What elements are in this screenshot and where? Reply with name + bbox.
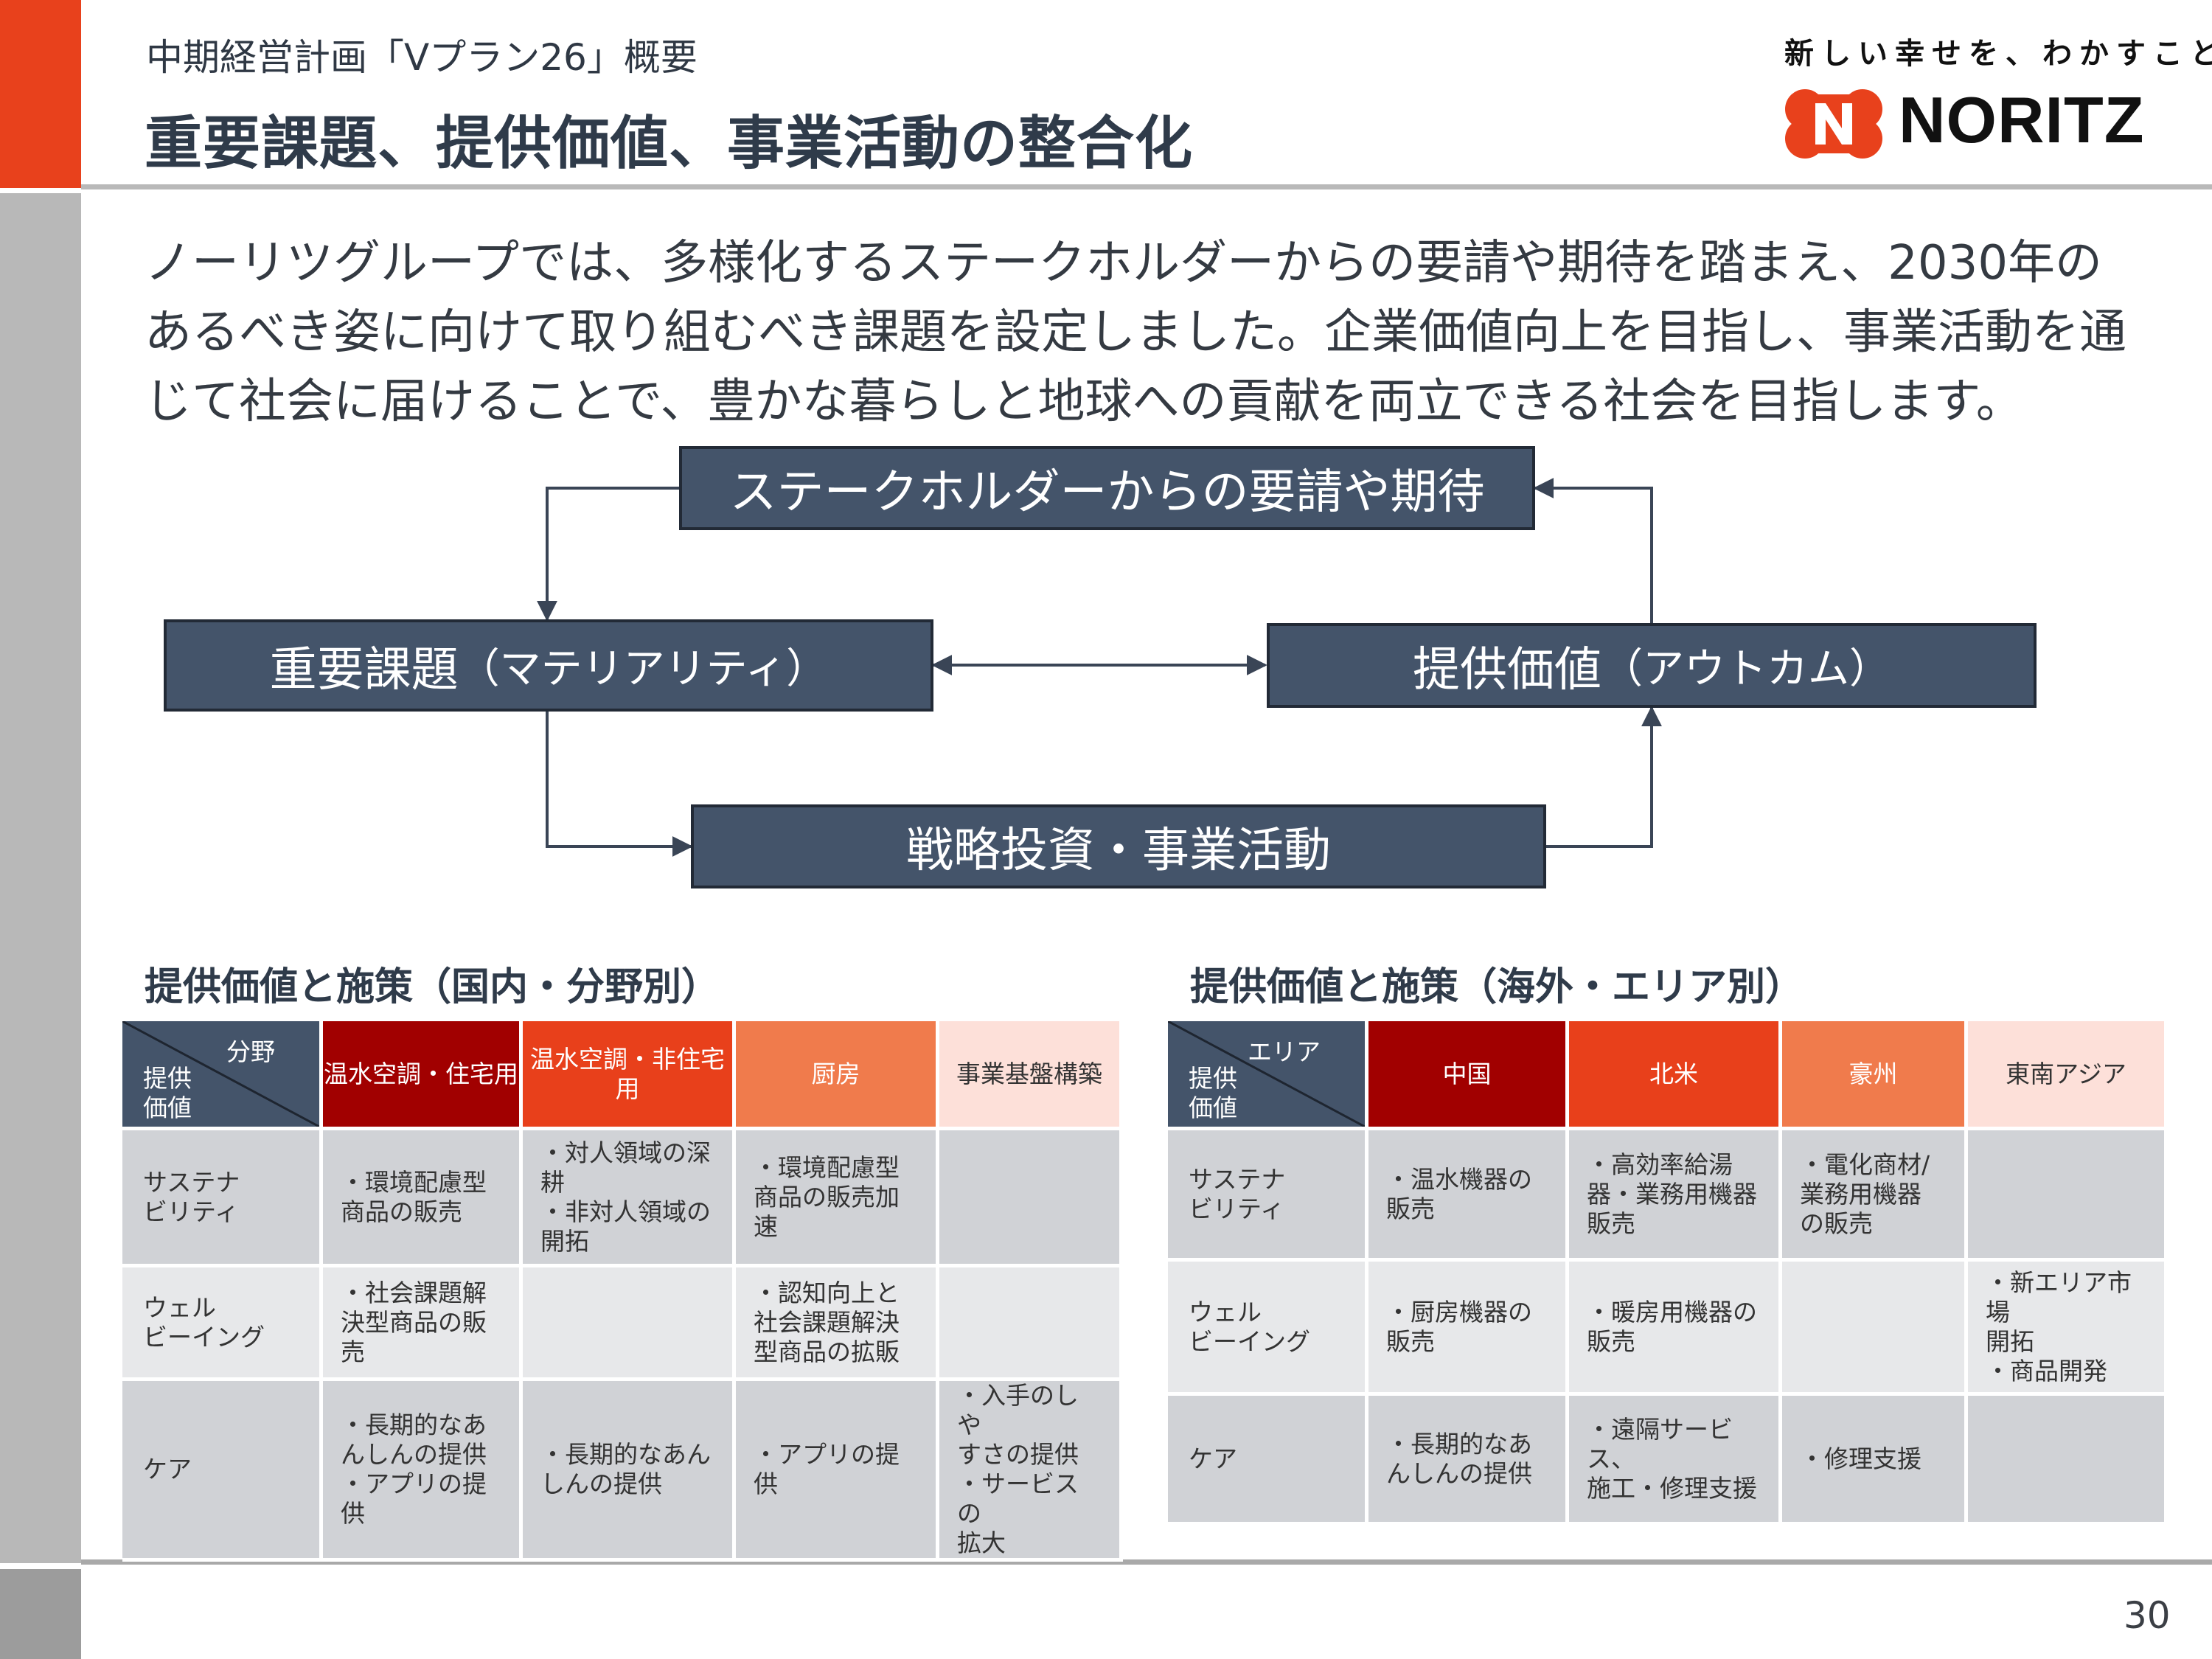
flow-box-value-sub: （アウトカム） (1601, 645, 1891, 693)
flow-box-value: 提供価値（アウトカム） (1267, 623, 2037, 708)
overseas-cell: ・高効率給湯 器・業務用機器 販売 (1569, 1130, 1782, 1262)
domestic-header-0: 温水空調・住宅用 (323, 1021, 523, 1130)
overseas-cell: ・長期的なあ んしんの提供 (1368, 1396, 1569, 1526)
domestic-cell: ・認知向上と 社会課題解決 型商品の拡販 (736, 1267, 939, 1381)
domestic-cell (523, 1267, 736, 1381)
overseas-cell: ・厨房機器の 販売 (1368, 1262, 1569, 1396)
flow-box-stakeholders: ステークホルダーからの要請や期待 (679, 446, 1535, 530)
domestic-cell: ・アプリの提供 (736, 1381, 939, 1562)
brand-tagline: 新しい幸せを、わかすこと。 (1784, 37, 2212, 71)
arrow-stakeholders-to-materiality (537, 487, 679, 622)
domestic-table: 分野 提供 価値 温水空調・住宅用 温水空調・非住宅用 厨房 事業基盤構築 サス… (122, 1021, 1123, 1562)
domestic-corner-top: 分野 (226, 1037, 275, 1066)
side-bar-bottom (0, 1569, 81, 1659)
slide-subtitle: 中期経営計画「Vプラン26」概要 (146, 36, 698, 79)
header-divider (81, 184, 2212, 189)
overseas-table: エリア 提供 価値 中国 北米 豪州 東南アジア サステナ ビリティ ・温水機器… (1168, 1021, 2168, 1526)
arrow-activities-to-value (1546, 706, 1662, 848)
domestic-header-2: 厨房 (736, 1021, 939, 1130)
corner-diagonal (122, 1021, 319, 1127)
overseas-header-0: 中国 (1368, 1021, 1569, 1130)
domestic-row-label: ケア (122, 1381, 323, 1562)
footer-divider (81, 1559, 2212, 1565)
overseas-row-label: ウェル ビーイング (1168, 1262, 1368, 1396)
flow-box-materiality: 重要課題（マテリアリティ） (164, 619, 933, 712)
overseas-cell: ・暖房用機器の 販売 (1569, 1262, 1782, 1396)
domestic-cell: ・環境配慮型 商品の販売 (323, 1130, 523, 1267)
overseas-header-3: 東南アジア (1968, 1021, 2168, 1130)
domestic-cell: ・対人領域の深 耕 ・非対人領域の 開拓 (523, 1130, 736, 1267)
overseas-corner-header: エリア 提供 価値 (1168, 1021, 1368, 1130)
flow-box-materiality-main: 重要課題 (269, 642, 459, 698)
domestic-header-3: 事業基盤構築 (939, 1021, 1123, 1130)
arrow-value-to-stakeholders (1533, 478, 1653, 625)
flow-box-materiality-sub: （マテリアリティ） (458, 645, 828, 693)
domestic-cell (939, 1267, 1123, 1381)
overseas-header-2: 豪州 (1782, 1021, 1968, 1130)
domestic-cell (939, 1130, 1123, 1267)
corner-diagonal (1168, 1021, 1365, 1127)
overseas-cell: ・遠隔サービス、 施工・修理支援 (1569, 1396, 1782, 1526)
domestic-cell: ・環境配慮型 商品の販売加 速 (736, 1130, 939, 1267)
flow-box-value-main: 提供価値 (1413, 642, 1601, 698)
domestic-corner-bottom: 提供 価値 (143, 1064, 192, 1122)
overseas-cell: ・温水機器の 販売 (1368, 1130, 1569, 1262)
flow-box-activities-label: 戦略投資・事業活動 (906, 824, 1331, 878)
side-bar (0, 193, 81, 1563)
domestic-corner-header: 分野 提供 価値 (122, 1021, 323, 1130)
intro-paragraph: ノーリツグループでは、多様化するステークホルダーからの要請や期待を踏まえ、203… (145, 236, 2126, 429)
flow-box-stakeholders-label: ステークホルダーからの要請や期待 (729, 465, 1485, 520)
slide-title: 重要課題、提供価値、事業活動の整合化 (145, 111, 1194, 177)
overseas-corner-bottom: 提供 価値 (1189, 1064, 1237, 1122)
domestic-cell: ・長期的なあん しんの提供 (523, 1381, 736, 1562)
overseas-section-title: 提供価値と施策（海外・エリア別） (1190, 965, 1804, 1009)
domestic-cell: ・長期的なあ んしんの提供 ・アプリの提供 (323, 1381, 523, 1562)
domestic-header-1: 温水空調・非住宅用 (523, 1021, 736, 1130)
overseas-corner-top: エリア (1248, 1037, 1321, 1066)
overseas-row-label: サステナ ビリティ (1168, 1130, 1368, 1262)
overseas-cell (1968, 1130, 2168, 1262)
overseas-cell: ・新エリア市場 開拓 ・商品開発 (1968, 1262, 2168, 1396)
overseas-cell: ・電化商材/ 業務用機器 の販売 (1782, 1130, 1968, 1262)
domestic-cell: ・社会課題解 決型商品の販 売 (323, 1267, 523, 1381)
overseas-cell (1782, 1262, 1968, 1396)
domestic-section-title: 提供価値と施策（国内・分野別） (145, 965, 720, 1009)
overseas-cell: ・修理支援 (1782, 1396, 1968, 1526)
brand-logo-text: NORITZ (1899, 83, 2145, 156)
domestic-cell: ・入手のしや すさの提供 ・サービスの 拡大 (939, 1381, 1123, 1562)
domestic-row-label: ウェル ビーイング (122, 1267, 323, 1381)
overseas-header-1: 北米 (1569, 1021, 1782, 1130)
noritz-logo-icon (1785, 89, 1882, 159)
domestic-row-label: サステナ ビリティ (122, 1130, 323, 1267)
overseas-row-label: ケア (1168, 1396, 1368, 1526)
accent-bar-top (0, 0, 81, 188)
page-number: 30 (2124, 1594, 2171, 1637)
flow-box-activities: 戦略投資・事業活動 (691, 804, 1546, 888)
arrow-materiality-to-activities (546, 712, 693, 857)
overseas-cell (1968, 1396, 2168, 1526)
